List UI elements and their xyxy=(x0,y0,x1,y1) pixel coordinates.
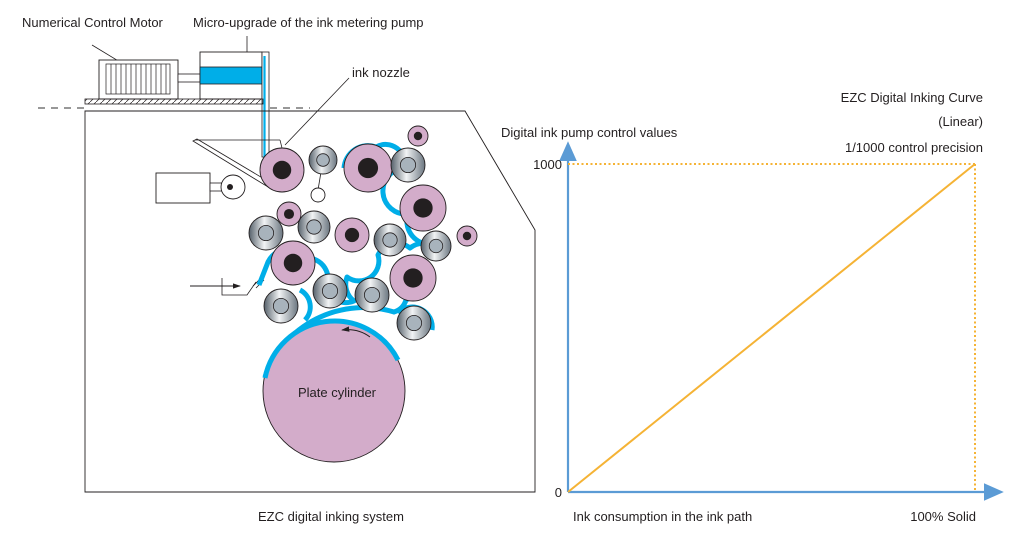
ink-form-roller xyxy=(259,147,305,193)
plate-cylinder-label: Plate cylinder xyxy=(298,385,377,400)
steel-roller xyxy=(308,145,338,175)
roller-train xyxy=(248,125,478,341)
ink-form-roller xyxy=(343,143,393,193)
steel-roller xyxy=(312,273,348,309)
steel-roller xyxy=(297,210,331,244)
nozzle-label: ink nozzle xyxy=(352,65,410,80)
mounting-base xyxy=(84,98,264,105)
chart-title: EZC Digital Inking Curve xyxy=(841,90,983,105)
feed-arrow xyxy=(190,277,265,296)
steel-roller xyxy=(248,215,284,251)
steel-roller xyxy=(354,277,390,313)
x-axis-label: Ink consumption in the ink path xyxy=(573,509,752,524)
inking-curve-chart: Digital ink pump control values EZC Digi… xyxy=(501,90,1004,524)
idler-roller xyxy=(310,187,326,203)
steel-roller xyxy=(373,223,407,257)
steel-roller xyxy=(396,305,432,341)
chart-subtitle: (Linear) xyxy=(938,114,983,129)
x-axis-end-label: 100% Solid xyxy=(910,509,976,524)
chart-annotation: 1/1000 control precision xyxy=(845,140,983,155)
ink-metering-pump xyxy=(199,51,270,158)
ink-form-roller xyxy=(456,225,478,247)
press-frame xyxy=(84,110,536,493)
motor-label: Numerical Control Motor xyxy=(22,15,164,30)
series-line xyxy=(567,163,976,493)
ink-form-roller xyxy=(334,217,370,253)
rotation-arrow xyxy=(341,326,371,338)
numerical-control-motor xyxy=(98,59,201,100)
diagram-caption: EZC digital inking system xyxy=(258,509,404,524)
ink-form-roller xyxy=(276,201,302,227)
y-tick-label: 0 xyxy=(555,485,562,500)
steel-roller xyxy=(420,230,452,262)
inking-system-diagram: Numerical Control Motor Micro-upgrade of… xyxy=(22,15,536,524)
y-tick-label: 1000 xyxy=(533,157,562,172)
drive-box xyxy=(155,172,211,204)
steel-roller xyxy=(390,147,426,183)
ink-form-roller xyxy=(270,240,316,286)
nozzle-leader-line xyxy=(284,77,350,146)
ink-form-roller xyxy=(399,184,447,232)
pump-label: Micro-upgrade of the ink metering pump xyxy=(193,15,424,30)
ink-form-roller xyxy=(389,254,437,302)
y-axis-label: Digital ink pump control values xyxy=(501,125,678,140)
ink-form-roller xyxy=(407,125,429,147)
steel-roller xyxy=(263,288,299,324)
